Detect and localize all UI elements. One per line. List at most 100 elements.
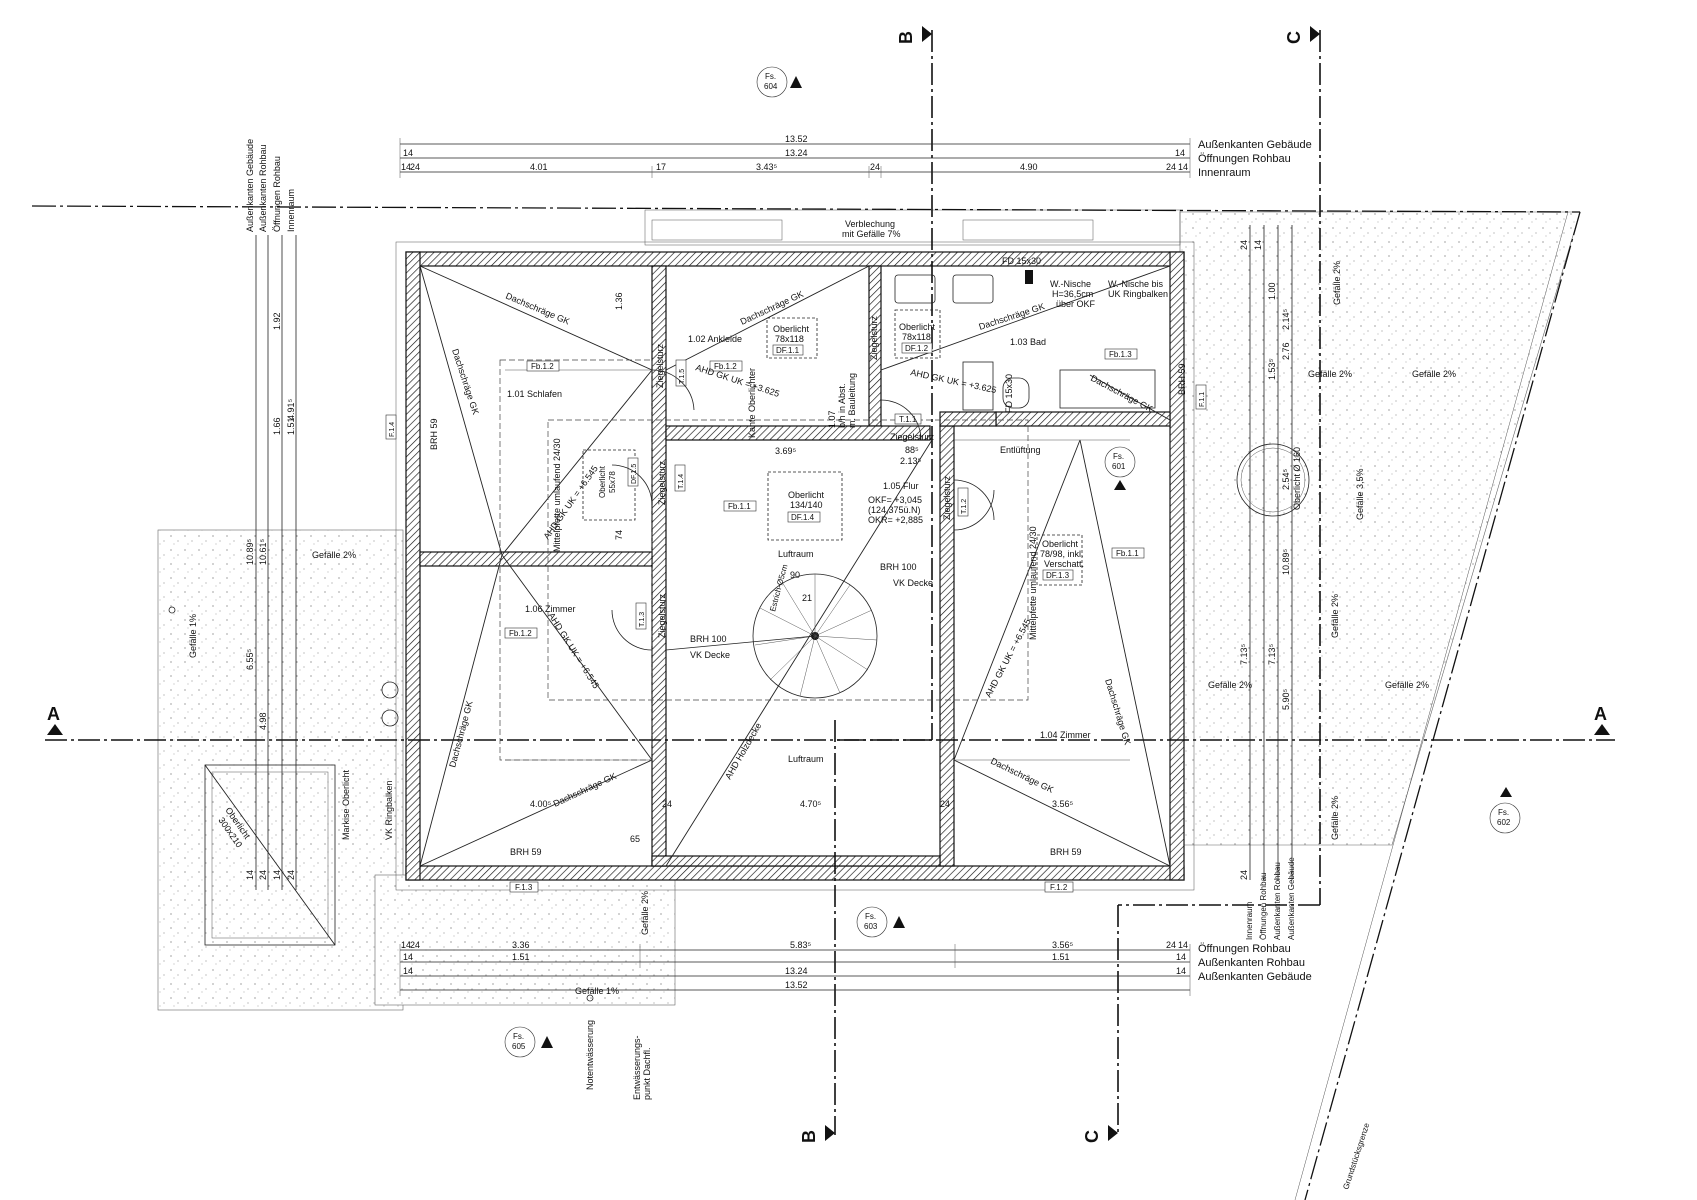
label-luftraum-2: Luftraum (788, 754, 824, 764)
svg-text:24: 24 (662, 799, 672, 809)
svg-text:24: 24 (1239, 240, 1249, 250)
svg-text:14: 14 (1253, 240, 1263, 250)
label-wnische-1: W.-Nische (1050, 279, 1091, 289)
svg-text:14: 14 (1178, 162, 1188, 172)
svg-text:Oberlicht: Oberlicht (773, 324, 810, 334)
svg-text:Gefälle 2%: Gefälle 2% (1330, 796, 1340, 840)
svg-text:Außenkanten Rohbau: Außenkanten Rohbau (258, 144, 268, 232)
dimensions-left: Außenkanten Gebäude Außenkanten Rohbau Ö… (245, 139, 297, 890)
property-boundary-label: Grundstücksgrenze (1341, 1121, 1371, 1190)
detail-tag-fs603[interactable]: Fs. 603 (856, 906, 905, 938)
spiral-stair (665, 573, 878, 699)
room-105-abs: (124,375ü.N) (868, 505, 921, 515)
detail-tag-fs604[interactable]: Fs. 604 (756, 66, 802, 98)
svg-text:3.36: 3.36 (512, 940, 530, 950)
svg-text:14: 14 (272, 870, 282, 880)
dimensions-right: Innenraum Öffnungen Rohbau Außenkanten R… (1239, 225, 1296, 940)
label-ahd-2: AHD GK UK = +3.625 (910, 367, 998, 395)
svg-text:Gefälle 2%: Gefälle 2% (1412, 369, 1456, 379)
svg-text:Gefälle 2%: Gefälle 2% (1308, 369, 1352, 379)
skylight-df14: Oberlicht 134/140 DF.1.4 (767, 471, 843, 541)
svg-text:4.98: 4.98 (258, 712, 268, 730)
svg-text:88⁵: 88⁵ (905, 445, 919, 455)
dimensions-bottom: 14 24 3.36 5.83⁵ 3.56⁵ 24 14 Öffnungen R… (399, 940, 1312, 996)
label-mittelpfette-1: Mittelpfette umlaufend 24/30 (552, 438, 562, 552)
svg-text:Gefälle 2%: Gefälle 2% (1208, 680, 1252, 690)
svg-text:F.1.4: F.1.4 (389, 422, 396, 437)
label-verblechung-2: mit Gefälle 7% (842, 229, 901, 239)
svg-text:5.90⁵: 5.90⁵ (1281, 688, 1291, 710)
svg-text:601: 601 (1112, 462, 1126, 471)
svg-text:1.00: 1.00 (1267, 282, 1277, 300)
svg-text:Fb.1.3: Fb.1.3 (1109, 350, 1132, 359)
detail-tag-fs605[interactable]: Fs. 605 (504, 1026, 553, 1058)
svg-text:Öffnungen Rohbau: Öffnungen Rohbau (1198, 943, 1291, 955)
section-marker-a-left: A (47, 704, 63, 735)
room-104-name: 1.04 Zimmer (1040, 730, 1091, 740)
label-brh59-3: BRH 59 (429, 418, 439, 450)
svg-text:DF.1.4: DF.1.4 (791, 513, 815, 522)
svg-text:T.1.2: T.1.2 (961, 499, 968, 514)
label-dachschraege-7: Dachschräge GK (552, 771, 618, 809)
svg-text:Außenkanten Rohbau: Außenkanten Rohbau (1198, 957, 1305, 969)
label-mittelpfette-2: Mittelpfette umlaufend 24/30 (1028, 526, 1038, 640)
roof-terrace-right (1179, 211, 1581, 846)
svg-text:Gefälle 1%: Gefälle 1% (575, 986, 619, 996)
section-marker-c-bottom: C (1082, 1125, 1118, 1143)
svg-text:Gefälle 2%: Gefälle 2% (1332, 261, 1342, 305)
svg-text:24: 24 (410, 162, 420, 172)
svg-text:10.89⁵: 10.89⁵ (245, 538, 255, 565)
svg-text:24: 24 (258, 870, 268, 880)
svg-text:74: 74 (614, 530, 624, 540)
svg-text:Öffnungen Rohbau: Öffnungen Rohbau (272, 156, 282, 232)
svg-text:Fs.: Fs. (1498, 808, 1509, 817)
svg-text:DF.1.3: DF.1.3 (1046, 571, 1070, 580)
svg-text:14: 14 (403, 966, 413, 976)
svg-text:A: A (1594, 704, 1607, 724)
svg-text:4.91⁵: 4.91⁵ (286, 398, 296, 420)
label-ziegelsturz-5: Ziegelsturz (869, 315, 879, 360)
svg-text:1.92: 1.92 (272, 312, 282, 330)
svg-text:21: 21 (802, 593, 812, 603)
svg-text:Fb.1.1: Fb.1.1 (728, 502, 751, 511)
detail-tag-fs601[interactable]: Fs. 601 (1104, 446, 1136, 490)
label-verblechung-1: Verblechung (845, 219, 895, 229)
svg-text:24: 24 (1166, 940, 1176, 950)
label-brh100-1: BRH 100 (880, 562, 917, 572)
svg-text:Außenkanten Rohbau: Außenkanten Rohbau (1273, 862, 1282, 940)
svg-text:Fb.1.2: Fb.1.2 (509, 629, 532, 638)
room-105-okr: OKR= +2,885 (868, 515, 923, 525)
terrace-bottom (374, 874, 676, 1006)
detail-tag-fs602[interactable]: Fs. 602 (1489, 787, 1521, 834)
floor-tags: Fb.1.2 Fb.1.2 Fb.1.3 Fb.1.1 Fb.1.1 Fb.1.… (385, 348, 1207, 893)
svg-text:Fb.1.2: Fb.1.2 (714, 362, 737, 371)
svg-text:Markise Oberlicht: Markise Oberlicht (341, 769, 351, 840)
svg-text:T.1.3: T.1.3 (639, 612, 646, 627)
section-marker-b-bottom: B (799, 1125, 835, 1143)
label-entw2: punkt Dachfl. (642, 1047, 652, 1100)
skylight-df11: Oberlicht 78x118 DF.1.1 (766, 317, 818, 359)
svg-text:78/98, inkl.: 78/98, inkl. (1040, 549, 1084, 559)
svg-text:2.14⁵: 2.14⁵ (1281, 308, 1291, 330)
svg-text:13.52: 13.52 (785, 980, 808, 990)
svg-text:Verschatt.: Verschatt. (1044, 559, 1084, 569)
svg-text:24: 24 (410, 940, 420, 950)
svg-text:14: 14 (1176, 966, 1186, 976)
svg-text:1.51: 1.51 (512, 952, 530, 962)
label-ziegelsturz-6: Ziegelsturz (942, 475, 952, 520)
roof-terrace-left (157, 529, 404, 1011)
skylight-df15: Oberlicht 55x78 DF.1.5 (582, 449, 639, 521)
svg-text:7.13⁵: 7.13⁵ (1267, 643, 1277, 665)
svg-text:17: 17 (656, 162, 666, 172)
roof-slope-lines (419, 265, 1171, 867)
svg-text:3.56⁵: 3.56⁵ (1052, 940, 1074, 950)
label-ziegelsturz-1: Ziegelsturz (890, 432, 935, 442)
label-wnische-1b: H=36,5cm (1052, 289, 1093, 299)
svg-text:Innenraum: Innenraum (1245, 901, 1254, 940)
svg-text:1.51: 1.51 (1052, 952, 1070, 962)
room-dimensions: 3.69⁵ 4.70⁵ 4.00⁵ 3.56⁵ 2.13⁵ 88⁵ 65 21 … (530, 292, 1074, 844)
room-101-name: 1.01 Schlafen (507, 389, 562, 399)
svg-text:Gefälle 1%: Gefälle 1% (188, 614, 198, 658)
svg-text:Öffnungen Rohbau: Öffnungen Rohbau (1259, 873, 1268, 940)
svg-text:3.69⁵: 3.69⁵ (775, 446, 797, 456)
